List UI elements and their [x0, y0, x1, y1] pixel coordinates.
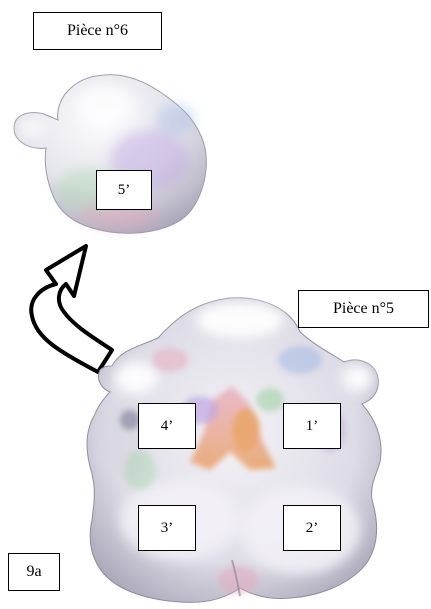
cusp-label-1: 1’ — [283, 403, 341, 449]
cusp-label-3: 3’ — [138, 505, 196, 551]
figure-id-label: 9a — [8, 553, 60, 591]
curved-up-arrow-icon — [29, 244, 114, 374]
cusp-label-4: 4’ — [138, 403, 196, 449]
piece-5-label: Pièce n°5 — [298, 290, 429, 328]
tooth-piece-5 — [86, 297, 382, 603]
cusp-label-5: 5’ — [96, 170, 152, 210]
piece-6-label: Pièce n°6 — [33, 12, 162, 50]
cusp-label-2: 2’ — [283, 505, 341, 551]
